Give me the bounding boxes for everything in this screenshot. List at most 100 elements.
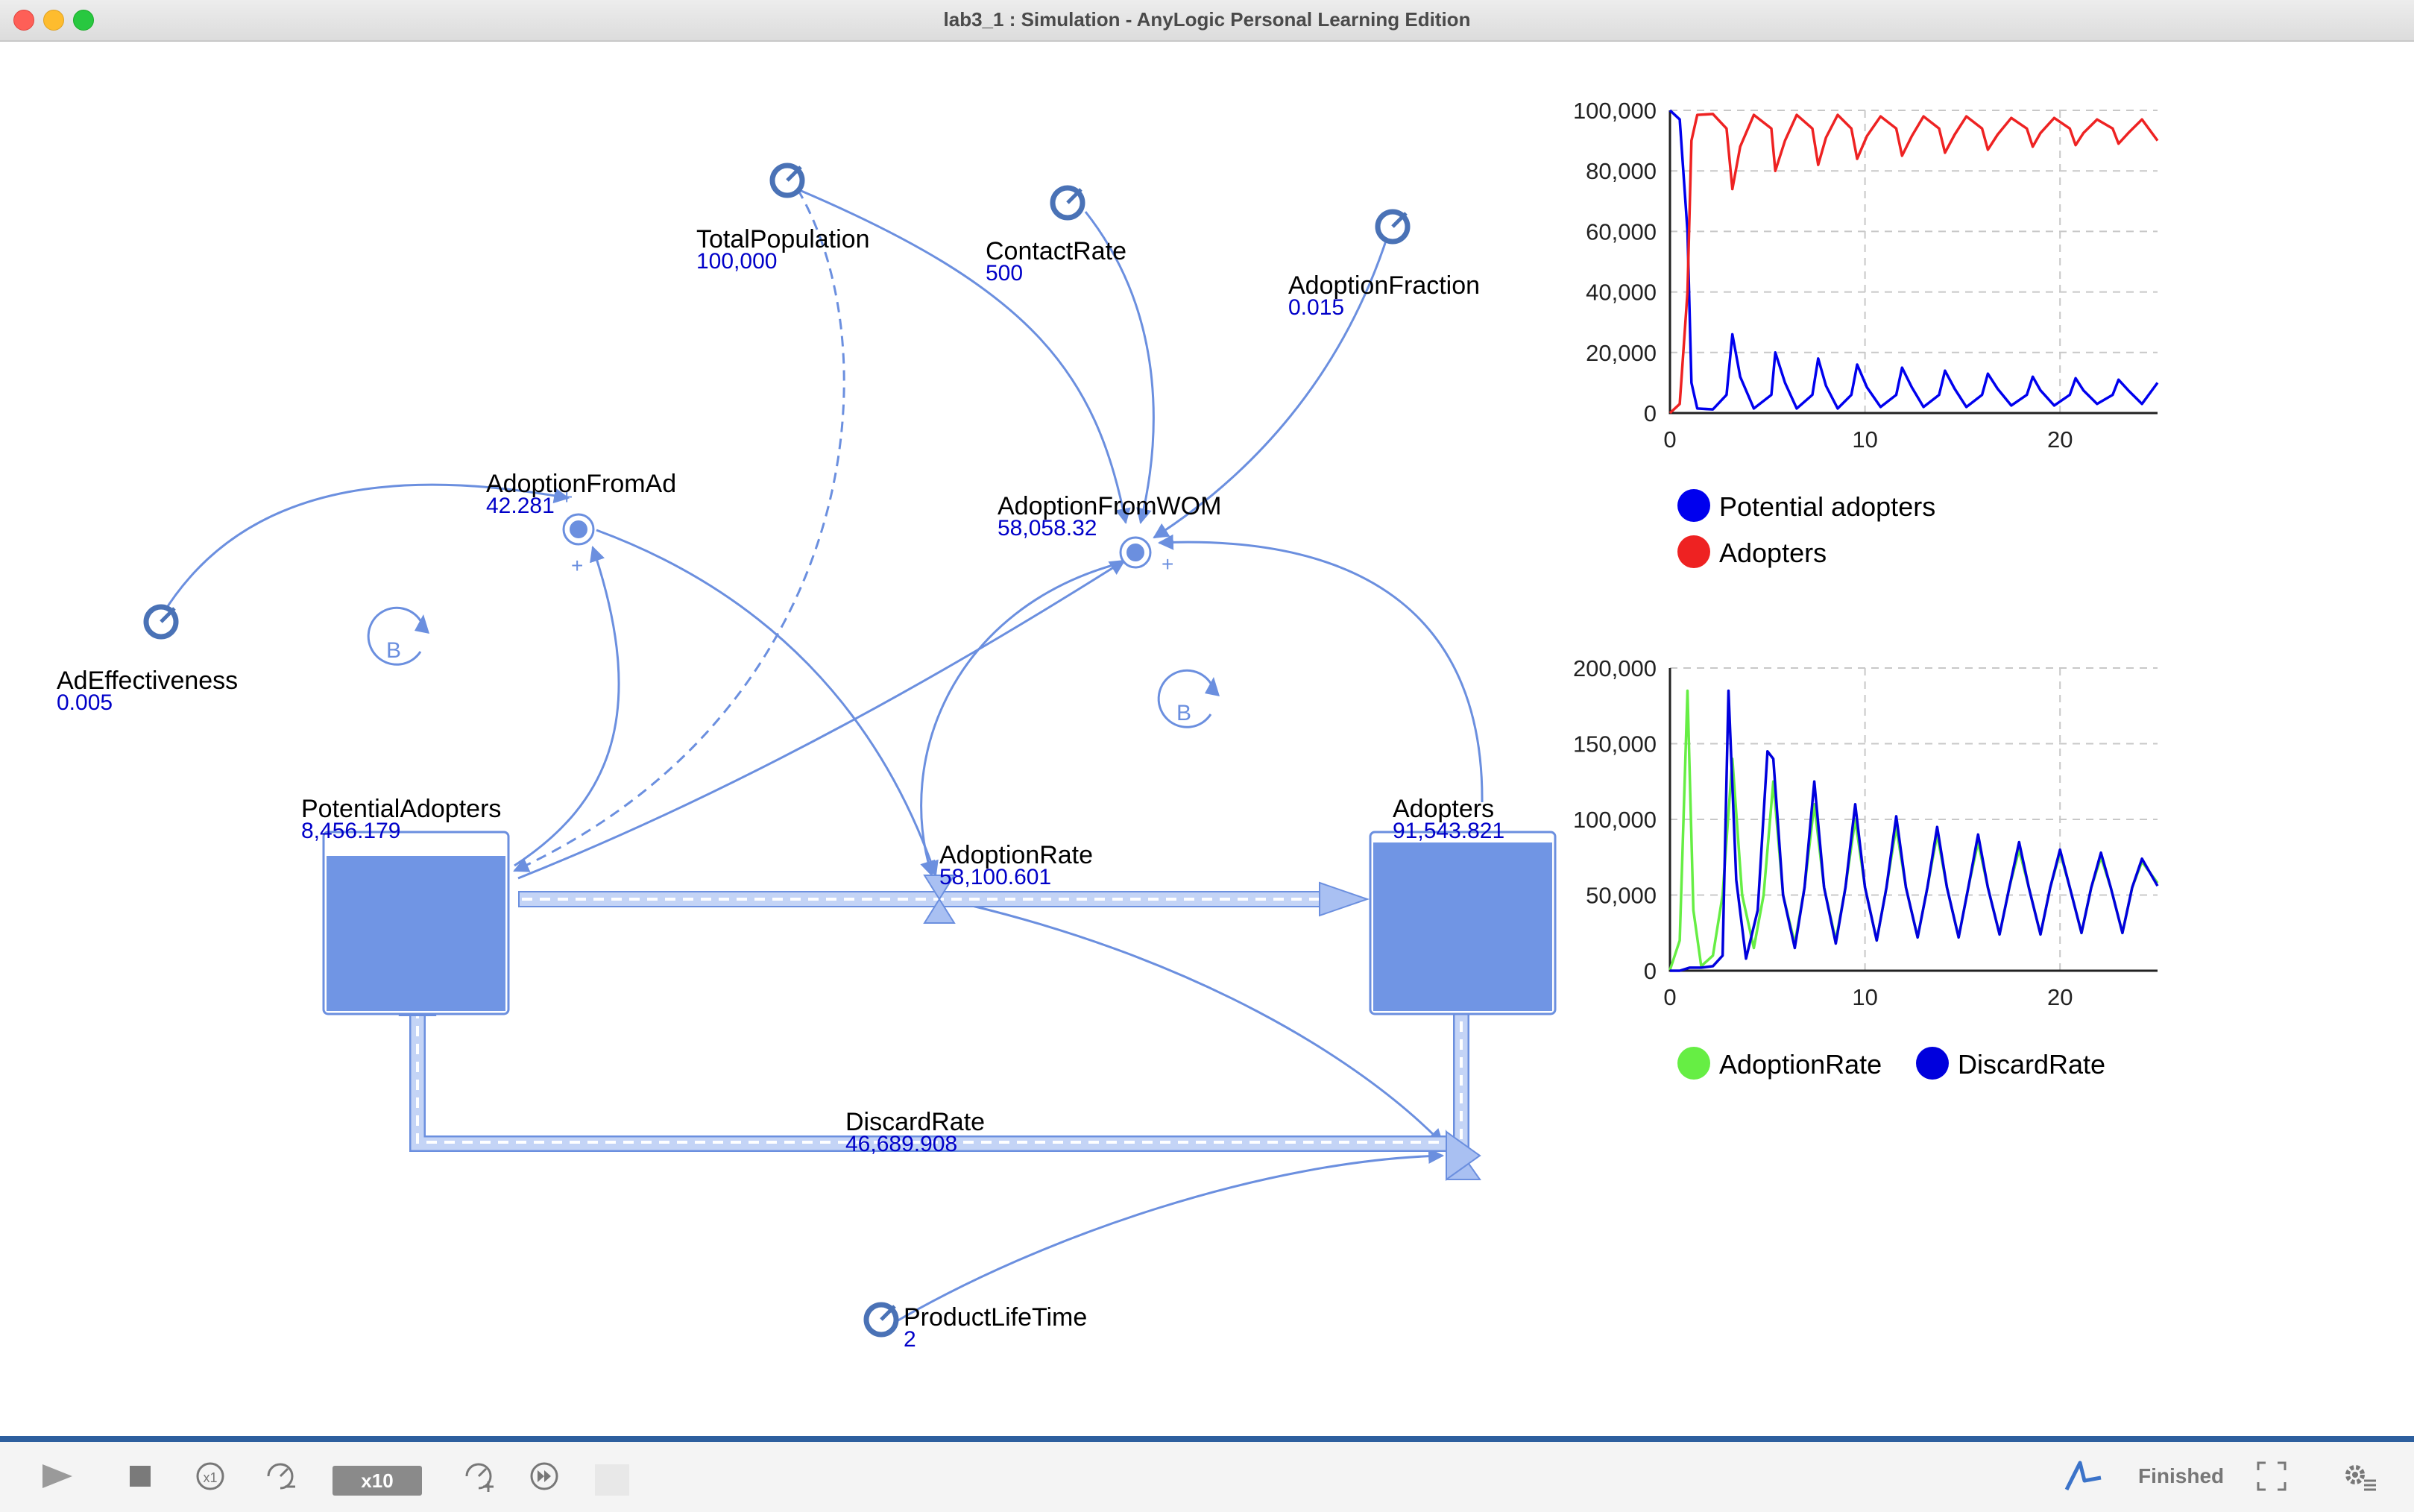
y-tick-label: 50,000 [1586, 883, 1657, 909]
param-label-product-lifetime: ProductLifeTime [904, 1303, 1088, 1332]
settings-button[interactable] [2338, 1457, 2380, 1496]
param-value-product-lifetime: 2 [904, 1327, 916, 1352]
loop-label: B [386, 638, 401, 663]
y-tick-label: 0 [1644, 958, 1657, 984]
legend-adoption-rate: AdoptionRate [1719, 1049, 1882, 1080]
run-realtime-button[interactable]: x1 [191, 1457, 230, 1496]
model-canvas: B B + + + 0 20,000 40,000 60,000 80,000 100,0… [0, 42, 2414, 1436]
param-value-adoption-fraction: 0.015 [1288, 295, 1345, 320]
link-lifetime-discard [891, 1147, 1445, 1326]
fast-forward-icon [530, 1462, 558, 1490]
x-tick-label: 20 [2047, 426, 2073, 453]
flow-value-adoption-rate: 58,100.601 [939, 865, 1052, 889]
virtual-time-button[interactable] [525, 1457, 564, 1496]
x-tick-label: 20 [2047, 984, 2073, 1010]
loop-icon-b2: B [1157, 669, 1220, 728]
param-value-contact-rate: 500 [986, 261, 1024, 286]
svg-text:x1: x1 [203, 1470, 217, 1485]
aux-value-adoption-from-ad: 42.281 [486, 494, 555, 518]
series-line-adopters [1668, 113, 2159, 415]
param-icon-contact-rate[interactable] [1050, 185, 1085, 221]
legend-dot-discard-rate [1916, 1047, 1949, 1080]
loop-icon-b1: B [367, 606, 429, 666]
stock-adopters[interactable] [1369, 831, 1557, 1015]
slow-down-button[interactable] [259, 1457, 301, 1496]
legend-adopters: Adopters [1719, 538, 1827, 568]
param-icon-product-lifetime[interactable] [863, 1302, 899, 1338]
aux-adoption-from-wom[interactable] [1119, 536, 1152, 569]
adoption-flow-pipe [518, 881, 1370, 917]
param-label-total-population: TotalPopulation [696, 225, 870, 253]
link-totalpop-potential [513, 189, 845, 872]
speed-up-icon [465, 1463, 494, 1492]
chart-axis [1668, 110, 2158, 415]
stock-value-adopters: 91,543.821 [1393, 819, 1505, 843]
link-totalpop-wom [797, 188, 1131, 525]
aux-adoption-from-ad[interactable] [562, 513, 595, 546]
legend-dot-potential-adopters [1677, 489, 1710, 522]
link-wom-rate [920, 562, 1119, 878]
fullscreen-button[interactable] [2253, 1457, 2290, 1496]
loop-label: B [1176, 701, 1191, 725]
legend-discard-rate: DiscardRate [1958, 1049, 2106, 1080]
speed-up-button[interactable] [458, 1457, 499, 1496]
legend-potential-adopters: Potential adopters [1719, 491, 1936, 522]
stock-flow-diagram: B B + + + 0 20,000 40,000 60,000 80,000 100,0… [143, 98, 2159, 1338]
aux-value-adoption-from-wom: 58,058.32 [998, 516, 1097, 541]
simulation-status: Finished [2138, 1464, 2225, 1487]
polarity-marker: + [1162, 552, 1173, 576]
flow-label-discard-rate: DiscardRate [845, 1108, 986, 1136]
x-tick-label: 10 [1852, 426, 1877, 453]
minimize-window-button[interactable] [43, 10, 64, 31]
discard-rate-valve[interactable] [1446, 1129, 1481, 1181]
polarity-marker: + [571, 554, 583, 577]
stock-potential-adopters[interactable] [322, 831, 510, 1015]
x-tick-label: 10 [1852, 984, 1877, 1010]
param-icon-adoption-fraction[interactable] [1375, 209, 1411, 245]
param-label-adoption-fraction: AdoptionFraction [1288, 271, 1481, 300]
y-tick-label: 60,000 [1586, 218, 1657, 245]
play-icon [42, 1464, 72, 1488]
stop-button[interactable] [124, 1457, 157, 1496]
run-button[interactable] [37, 1457, 76, 1496]
param-value-ad-effectiveness: 0.005 [57, 690, 113, 715]
polarity-marker: + [561, 485, 573, 508]
y-tick-label: 20,000 [1586, 340, 1657, 366]
link-contact-wom [1084, 211, 1155, 525]
slow-down-icon [267, 1463, 295, 1490]
link-adopters-wom [1157, 534, 1484, 803]
link-fromad-rate [596, 529, 939, 877]
link-potential-wom [517, 559, 1126, 880]
y-tick-label: 100,000 [1573, 807, 1657, 833]
y-tick-label: 200,000 [1573, 655, 1657, 681]
param-icon-total-population[interactable] [769, 163, 805, 198]
link-potential-fromad [514, 546, 620, 867]
y-tick-label: 80,000 [1586, 158, 1657, 184]
adoption-rate-valve[interactable] [923, 875, 956, 924]
progress-placeholder [595, 1464, 629, 1496]
stock-value-potential-adopters: 8,456.179 [301, 819, 401, 843]
title-bar: lab3_1 : Simulation - AnyLogic Personal … [0, 0, 2414, 42]
legend-dot-adoption-rate [1677, 1047, 1710, 1080]
flow-label-adoption-rate: AdoptionRate [939, 841, 1094, 869]
window-title: lab3_1 : Simulation - AnyLogic Personal … [943, 8, 1471, 31]
maximize-window-button[interactable] [73, 10, 94, 31]
legend-dot-adopters [1677, 535, 1710, 568]
flow-value-discard-rate: 46,689.908 [845, 1132, 958, 1156]
aux-label-adoption-from-wom: AdoptionFromWOM [998, 492, 1222, 520]
link-rate-discard [968, 904, 1444, 1145]
y-tick-label: 100,000 [1573, 98, 1657, 124]
realtime-x1-icon: x1 [196, 1462, 224, 1490]
y-tick-label: 40,000 [1586, 280, 1657, 306]
x-tick-label: 0 [1663, 984, 1676, 1010]
link-adeff-fromad [161, 483, 570, 615]
anylogic-logo-icon [2064, 1461, 2102, 1491]
series-line-potential-adopters [1668, 109, 2159, 411]
y-tick-label: 0 [1644, 400, 1657, 426]
stock-label-potential-adopters: PotentialAdopters [301, 795, 502, 823]
param-icon-ad-effectiveness[interactable] [143, 604, 179, 640]
close-window-button[interactable] [13, 10, 34, 31]
param-label-contact-rate: ContactRate [986, 237, 1126, 265]
x-tick-label: 0 [1663, 426, 1676, 453]
